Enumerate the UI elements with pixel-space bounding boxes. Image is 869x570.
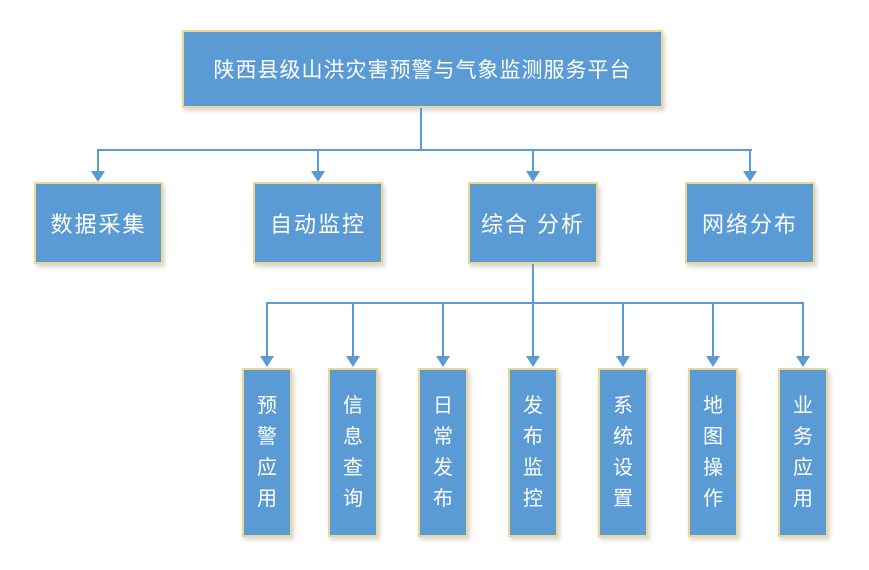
connector-drop-system-settings [622, 302, 624, 356]
node-daily-release-label: 日常发布 [433, 394, 453, 510]
arrow-down-icon [91, 171, 105, 182]
connector-level2-rail [98, 149, 752, 151]
node-warning-application-label: 预警应用 [257, 394, 277, 510]
arrow-down-icon [526, 171, 540, 182]
connector-drop-release-monitor [532, 302, 534, 356]
node-data-collection-label: 数据采集 [50, 212, 147, 237]
arrow-down-icon [526, 356, 540, 367]
connector-analysis-stem [532, 264, 534, 302]
arrow-down-icon [706, 356, 720, 367]
node-release-monitoring-label: 发布监控 [523, 394, 543, 510]
connector-drop-warning-app [266, 302, 268, 356]
arrow-down-icon [260, 356, 274, 367]
connector-drop-analysis [532, 149, 534, 171]
node-comprehensive-analysis: 综合 分析 [468, 182, 598, 264]
node-auto-monitor: 自动监控 [253, 182, 383, 264]
node-platform-root: 陕西县级山洪灾害预警与气象监测服务平台 [182, 30, 663, 108]
arrow-down-icon [796, 356, 810, 367]
arrow-down-icon [616, 356, 630, 367]
node-data-collection: 数据采集 [34, 182, 163, 264]
node-auto-monitor-label: 自动监控 [269, 212, 366, 237]
node-information-query-label: 信息查询 [343, 394, 363, 510]
connector-drop-auto-monitor [317, 149, 319, 171]
connector-drop-data-collection [97, 149, 99, 171]
node-comprehensive-analysis-label: 综合 分析 [480, 212, 586, 237]
arrow-down-icon [311, 171, 325, 182]
node-network-distribution: 网络分布 [685, 182, 815, 264]
arrow-down-icon [743, 171, 757, 182]
node-platform-root-label: 陕西县级山洪灾害预警与气象监测服务平台 [213, 59, 632, 82]
connector-drop-network [749, 149, 751, 171]
connector-drop-business-app [802, 302, 804, 356]
node-map-operation-label: 地图操作 [703, 394, 723, 510]
connector-drop-map-operation [712, 302, 714, 356]
connector-level3-rail [267, 302, 804, 304]
node-network-distribution-label: 网络分布 [701, 212, 798, 237]
node-daily-release: 日常发布 [418, 368, 468, 537]
connector-drop-info-query [352, 302, 354, 356]
node-system-settings: 系统设置 [598, 368, 648, 537]
node-business-application-label: 业务应用 [793, 394, 813, 510]
arrow-down-icon [436, 356, 450, 367]
node-business-application: 业务应用 [778, 368, 828, 537]
node-map-operation: 地图操作 [688, 368, 738, 537]
connector-drop-daily-release [442, 302, 444, 356]
node-release-monitoring: 发布监控 [508, 368, 558, 537]
node-system-settings-label: 系统设置 [613, 394, 633, 510]
node-information-query: 信息查询 [328, 368, 378, 537]
node-warning-application: 预警应用 [242, 368, 292, 537]
arrow-down-icon [346, 356, 360, 367]
connector-root-stem [420, 108, 422, 150]
